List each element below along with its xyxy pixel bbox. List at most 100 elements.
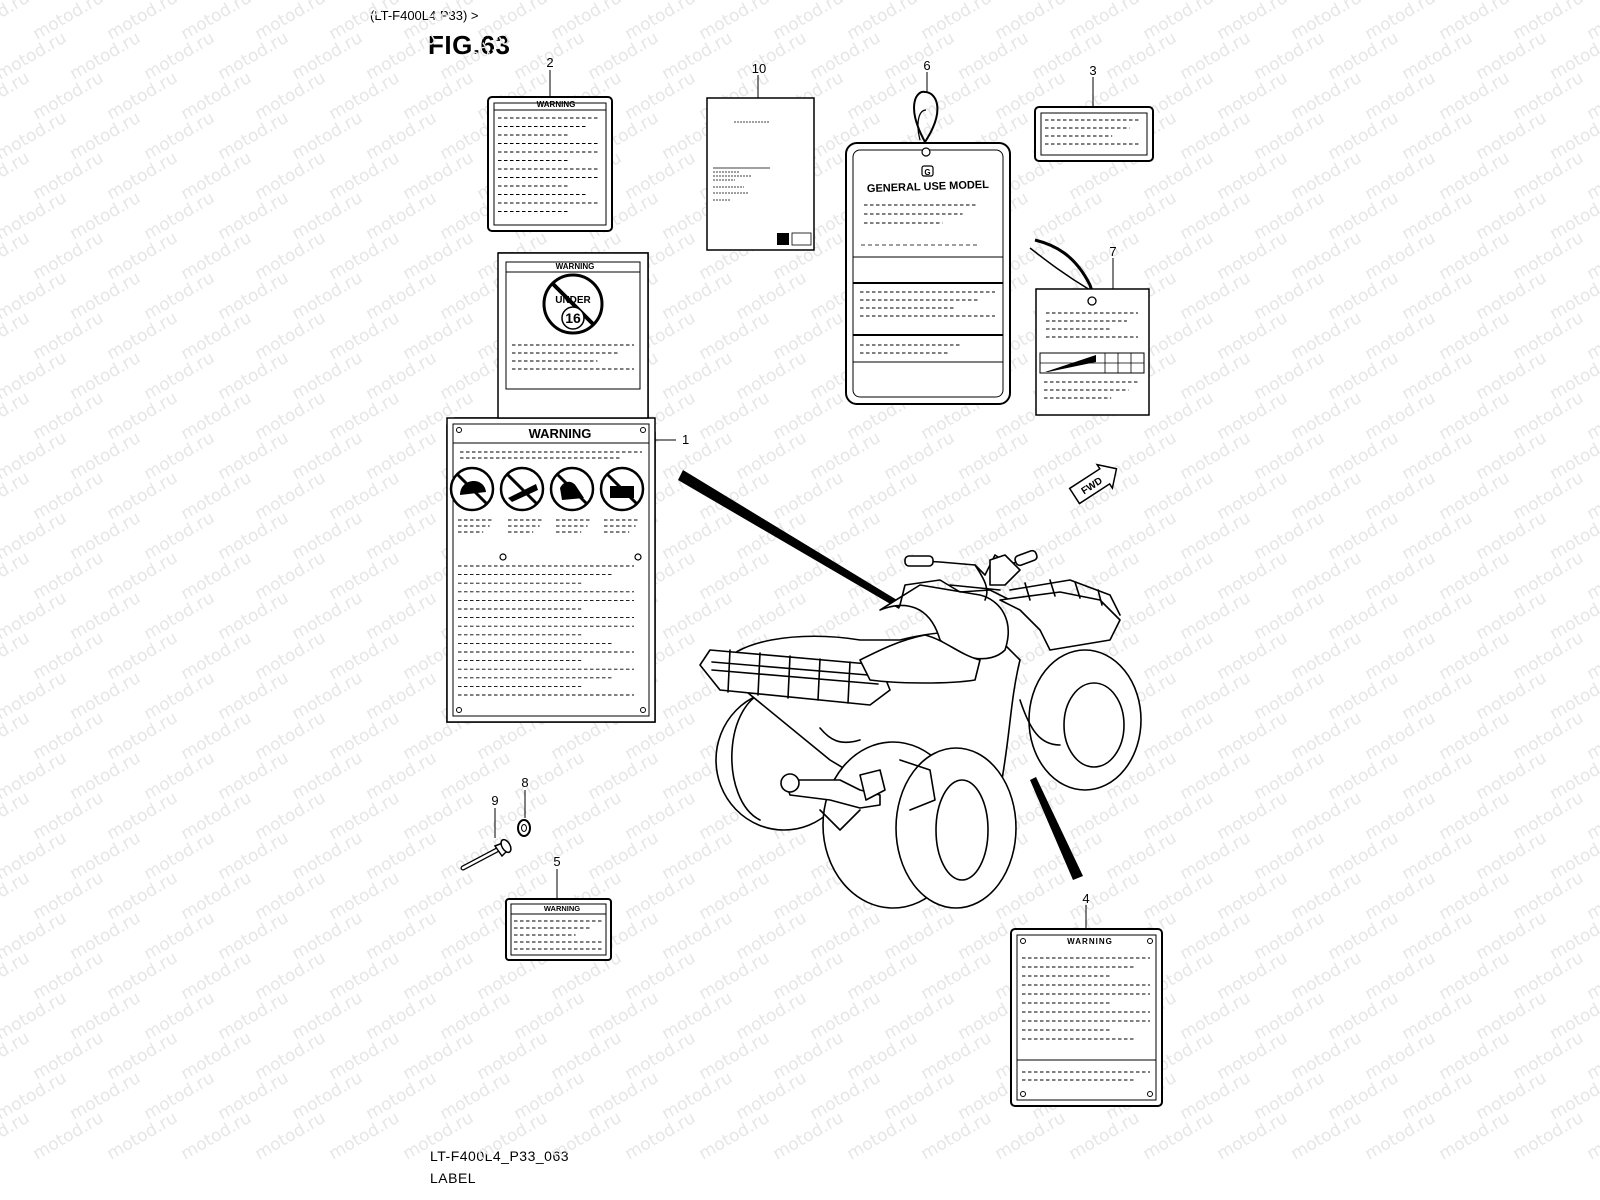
- watermark-text: motod.ru: [141, 428, 219, 484]
- label-part-7[interactable]: [1029, 238, 1150, 416]
- callout-5[interactable]: 5: [553, 854, 560, 869]
- watermark-text: motod.ru: [918, 948, 996, 1004]
- watermark-text: motod.ru: [1362, 948, 1440, 1004]
- watermark-text: motod.ru: [1288, 228, 1366, 284]
- watermark-text: motod.ru: [1251, 428, 1329, 484]
- watermark-text: motod.ru: [1436, 228, 1514, 284]
- watermark-text: motod.ru: [548, 788, 626, 844]
- watermark-text: motod.ru: [659, 348, 737, 404]
- watermark-text: motod.ru: [1362, 308, 1440, 364]
- watermark-text: motod.ru: [807, 988, 885, 1044]
- watermark-text: motod.ru: [289, 908, 367, 964]
- watermark-text: motod.ru: [1473, 108, 1551, 164]
- callout-4[interactable]: 4: [1082, 891, 1089, 906]
- watermark-text: motod.ru: [807, 428, 885, 484]
- watermark-text: motod.ru: [1362, 788, 1440, 844]
- watermark-text: motod.ru: [1362, 468, 1440, 524]
- label-part-1[interactable]: WARNING UNDER 16 WARNING: [446, 252, 656, 723]
- watermark-text: motod.ru: [1140, 708, 1218, 764]
- watermark-text: motod.ru: [1399, 1068, 1477, 1124]
- watermark-text: motod.ru: [1584, 148, 1600, 204]
- watermark-text: motod.ru: [215, 348, 293, 404]
- watermark-text: motod.ru: [363, 428, 441, 484]
- callout-10[interactable]: 10: [752, 61, 766, 76]
- callout-9[interactable]: 9: [491, 793, 498, 808]
- fine-print-lines: [1022, 1071, 1150, 1081]
- callout-3[interactable]: 3: [1089, 63, 1096, 78]
- watermark-text: motod.ru: [141, 1068, 219, 1124]
- watermark-text: motod.ru: [363, 268, 441, 324]
- callout-8[interactable]: 8: [521, 775, 528, 790]
- watermark-text: motod.ru: [659, 908, 737, 964]
- fine-print-lines: [604, 519, 640, 533]
- watermark-text: motod.ru: [141, 748, 219, 804]
- watermark-text: motod.ru: [548, 1108, 626, 1164]
- watermark-text: motod.ru: [104, 868, 182, 924]
- watermark-text: motod.ru: [1436, 628, 1514, 684]
- fine-print-lines: [1046, 312, 1138, 338]
- watermark-text: motod.ru: [1214, 308, 1292, 364]
- watermark-text: motod.ru: [0, 0, 33, 44]
- watermark-text: motod.ru: [1177, 908, 1255, 964]
- rivet-part-9[interactable]: [460, 838, 513, 871]
- watermark-text: motod.ru: [1584, 788, 1600, 844]
- watermark-text: motod.ru: [1140, 628, 1218, 684]
- label-part-2[interactable]: WARNING: [487, 96, 613, 232]
- watermark-text: motod.ru: [1325, 1068, 1403, 1124]
- fine-print-lines: [460, 451, 642, 459]
- watermark-text: motod.ru: [252, 708, 330, 764]
- watermark-text: motod.ru: [437, 28, 515, 84]
- watermark-text: motod.ru: [622, 148, 700, 204]
- watermark-text: motod.ru: [548, 0, 626, 44]
- watermark-text: motod.ru: [141, 348, 219, 404]
- watermark-text: motod.ru: [1584, 228, 1600, 284]
- watermark-text: motod.ru: [881, 428, 959, 484]
- watermark-text: motod.ru: [141, 188, 219, 244]
- watermark-text: motod.ru: [104, 628, 182, 684]
- watermark-text: motod.ru: [400, 0, 478, 44]
- watermark-text: motod.ru: [1029, 508, 1107, 564]
- warning-text: WARNING: [1067, 937, 1113, 946]
- watermark-text: motod.ru: [141, 508, 219, 564]
- watermark-text: motod.ru: [1473, 828, 1551, 884]
- watermark-text: motod.ru: [1325, 908, 1403, 964]
- washer-part-8[interactable]: [517, 819, 531, 837]
- watermark-text: motod.ru: [1325, 268, 1403, 324]
- callout-7[interactable]: 7: [1109, 244, 1116, 259]
- watermark-text: motod.ru: [1436, 788, 1514, 844]
- watermark-text: motod.ru: [30, 788, 108, 844]
- watermark-text: motod.ru: [1288, 388, 1366, 444]
- warning-text: WARNING: [556, 262, 595, 271]
- watermark-text: motod.ru: [67, 828, 145, 884]
- label-part-4[interactable]: WARNING: [1010, 928, 1163, 1107]
- watermark-text: motod.ru: [67, 668, 145, 724]
- warning-text: WARNING: [529, 426, 592, 441]
- watermark-text: motod.ru: [1399, 588, 1477, 644]
- watermark-text: motod.ru: [807, 1068, 885, 1124]
- label-part-10[interactable]: [706, 97, 815, 251]
- watermark-text: motod.ru: [1436, 388, 1514, 444]
- watermark-text: motod.ru: [733, 1068, 811, 1124]
- label-part-3[interactable]: [1034, 106, 1154, 162]
- watermark-text: motod.ru: [955, 428, 1033, 484]
- fwd-arrow-icon: FWD: [1068, 463, 1118, 505]
- watermark-text: motod.ru: [1177, 188, 1255, 244]
- watermark-text: motod.ru: [1510, 868, 1588, 924]
- watermark-text: motod.ru: [363, 748, 441, 804]
- watermark-text: motod.ru: [252, 228, 330, 284]
- callout-1[interactable]: 1: [682, 432, 689, 447]
- watermark-text: motod.ru: [67, 1068, 145, 1124]
- watermark-text: motod.ru: [1510, 388, 1588, 444]
- label-part-6[interactable]: G GENERAL USE MODEL: [845, 90, 1011, 405]
- watermark-text: motod.ru: [178, 228, 256, 284]
- watermark-text: motod.ru: [363, 1068, 441, 1124]
- breadcrumb[interactable]: (LT-F400L4 P33) >: [370, 8, 479, 23]
- watermark-text: motod.ru: [659, 588, 737, 644]
- watermark-text: motod.ru: [585, 28, 663, 84]
- label-part-5[interactable]: WARNING: [505, 898, 612, 961]
- watermark-text: motod.ru: [104, 948, 182, 1004]
- callout-2[interactable]: 2: [546, 55, 553, 70]
- watermark-text: motod.ru: [1251, 268, 1329, 324]
- watermark-text: motod.ru: [1103, 188, 1181, 244]
- callout-6[interactable]: 6: [923, 58, 930, 73]
